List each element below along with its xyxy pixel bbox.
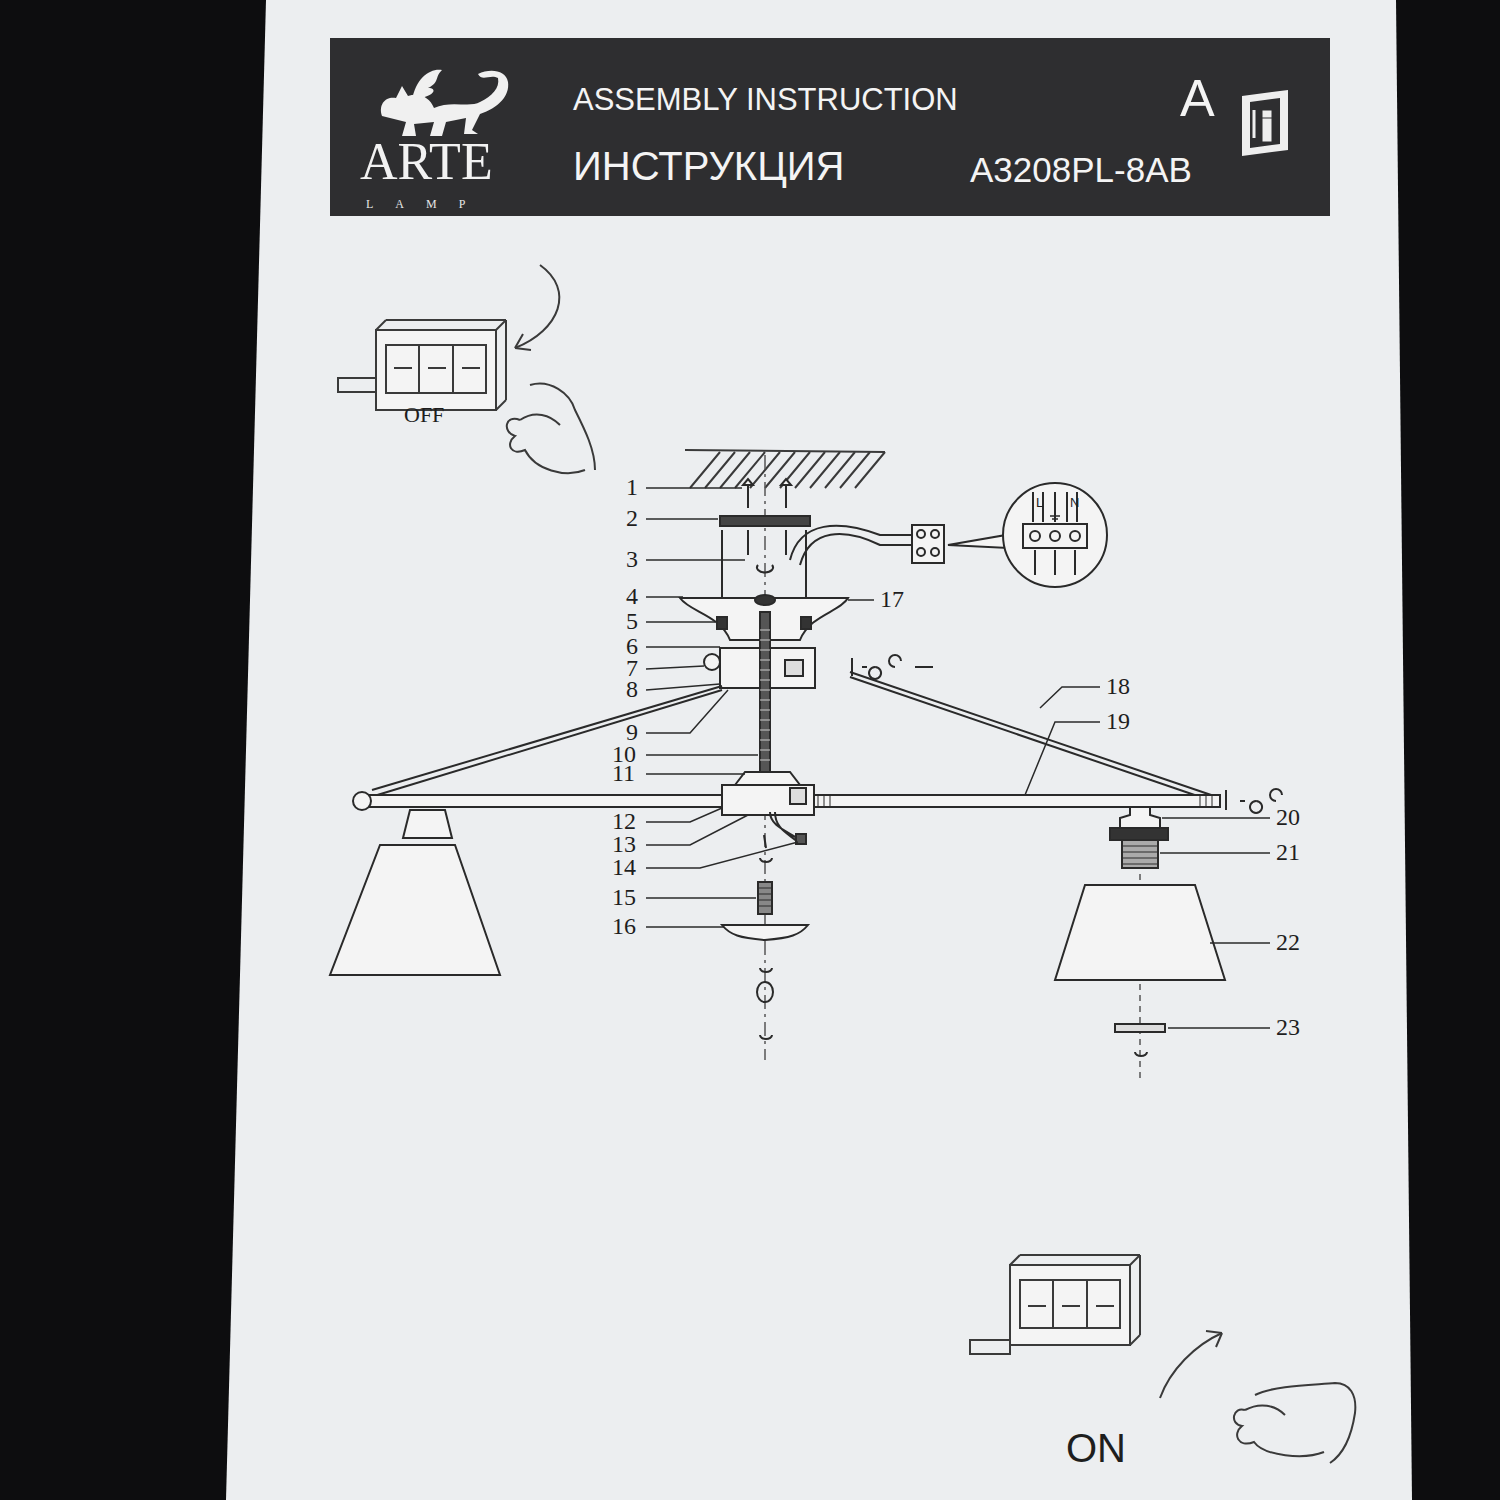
callout-number: 22 — [1276, 930, 1300, 954]
callout-number: 8 — [626, 677, 638, 701]
header-title: ASSEMBLY INSTRUCTION — [573, 84, 958, 115]
callout-number: 21 — [1276, 840, 1300, 864]
terminal-name: L — [1036, 496, 1043, 509]
callout-number: 3 — [626, 547, 638, 571]
callout-number: 6 — [626, 634, 638, 658]
model-number: A3208PL-8AB — [970, 152, 1192, 187]
switch-state: ON — [1066, 1428, 1126, 1468]
logo-griffin — [381, 71, 508, 136]
callout-number: 18 — [1106, 674, 1130, 698]
brand-name: ARTE — [360, 136, 493, 188]
callout-number: 11 — [612, 761, 635, 785]
callout-number: 17 — [880, 587, 904, 611]
callout-number: 19 — [1106, 709, 1130, 733]
manual-mark: A — [1180, 72, 1215, 124]
terminal-name: N — [1070, 496, 1079, 509]
manual-icon — [1254, 110, 1270, 140]
header-band: ARTE LAMP ASSEMBLY INSTRUCTION A ИНСТРУКЦИЯ A… — [330, 38, 1330, 216]
callout-number: 5 — [626, 609, 638, 633]
callout-number: 16 — [612, 914, 636, 938]
callout-number: 2 — [626, 506, 638, 530]
callout-number: 1 — [626, 475, 638, 499]
callout-number: 14 — [612, 855, 636, 879]
leader-lines — [646, 488, 1270, 1028]
fixture — [330, 479, 1282, 1056]
callout-number: 12 — [612, 809, 636, 833]
wiring — [790, 483, 1107, 587]
callout-number: 20 — [1276, 805, 1300, 829]
callout-number: 13 — [612, 832, 636, 856]
manual-icon — [1242, 90, 1288, 156]
brand-subtitle: LAMP — [366, 198, 487, 210]
switch-state: OFF — [404, 404, 444, 426]
ceiling-hatch — [685, 450, 885, 488]
paper-sheet — [226, 0, 1412, 1500]
callout-number: 23 — [1276, 1015, 1300, 1039]
callout-number: 9 — [626, 720, 638, 744]
logo-wing — [412, 70, 442, 100]
switch-off — [338, 265, 595, 473]
header-title: ИНСТРУКЦИЯ — [573, 146, 844, 186]
header-graphics — [330, 38, 1330, 216]
callout-number: 15 — [612, 885, 636, 909]
callout-number: 4 — [626, 584, 638, 608]
switch-on — [970, 1255, 1355, 1463]
